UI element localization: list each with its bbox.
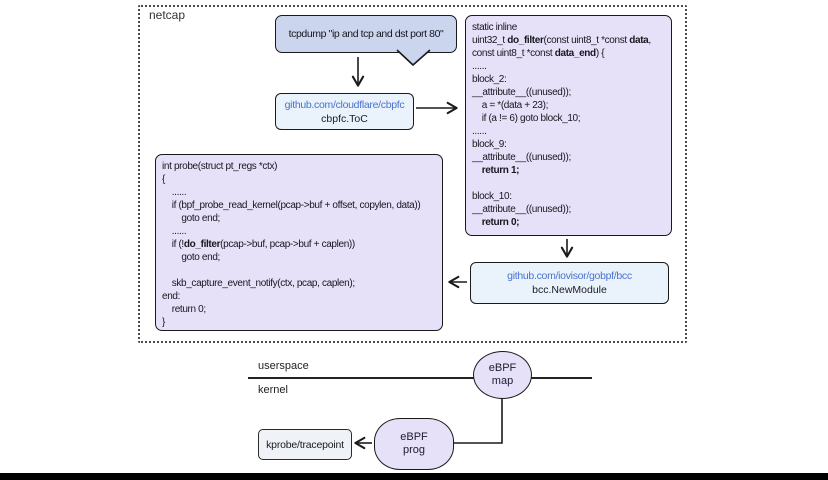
- gobpf-github-link[interactable]: github.com/iovisor/gobpf/bcc: [507, 270, 632, 282]
- kernel-label: kernel: [258, 384, 288, 396]
- code-line: return 0;: [481, 217, 520, 228]
- cbpfc-toc-caption: cbpfc.ToC: [321, 112, 368, 125]
- code-line: uint32_t do_filter(const uint8_t *const …: [472, 35, 651, 46]
- code-line: block_10:: [472, 191, 512, 202]
- code-line: ......: [472, 126, 487, 137]
- code-line: goto end;: [162, 252, 220, 263]
- ebpf-map-node: eBPF map: [473, 351, 532, 399]
- ebpf-prog-label-line1: eBPF: [400, 431, 428, 443]
- kprobe-tracepoint-label: kprobe/tracepoint: [266, 438, 344, 451]
- code-line: if (!do_filter(pcap->buf, pcap->buf + ca…: [162, 239, 356, 250]
- code-line: skb_capture_event_notify(ctx, pcap, capl…: [162, 278, 355, 289]
- code-line: __attribute__((unused));: [472, 87, 571, 98]
- code-line: ......: [162, 187, 187, 198]
- code-line: block_9:: [472, 139, 507, 150]
- do-filter-code-box: static inline uint32_t do_filter(const ui…: [465, 15, 672, 236]
- code-line: [472, 177, 669, 190]
- code-line: __attribute__((unused));: [472, 152, 571, 163]
- netcap-label: netcap: [149, 8, 186, 22]
- tcpdump-speech-bubble: tcpdump "ip and tcp and dst port 80": [275, 15, 457, 53]
- ebpf-prog-label-line2: prog: [402, 444, 426, 456]
- cbpfc-box: github.com/cloudflare/cbpfc cbpfc.ToC: [275, 93, 414, 130]
- code-line: int probe(struct pt_regs *ctx): [162, 161, 278, 172]
- code-line: ......: [472, 61, 487, 72]
- ebpf-map-label-line2: map: [491, 375, 514, 387]
- code-line: goto end;: [162, 213, 220, 224]
- gobpf-box: github.com/iovisor/gobpf/bcc bcc.NewModu…: [470, 262, 669, 304]
- code-line: block_2:: [472, 74, 507, 85]
- bottom-black-bar: [0, 473, 828, 480]
- code-line: return 1;: [481, 165, 520, 176]
- code-line: __attribute__((unused));: [472, 204, 571, 215]
- ebpf-map-label-line1: eBPF: [488, 362, 517, 374]
- code-line: return 0;: [162, 304, 206, 315]
- probe-code-box: int probe(struct pt_regs *ctx) { ...... i…: [155, 154, 443, 331]
- kprobe-tracepoint-box: kprobe/tracepoint: [258, 429, 352, 460]
- code-line: if (a != 6) goto block_10;: [472, 113, 581, 124]
- tcpdump-command-text: tcpdump "ip and tcp and dst port 80": [288, 28, 444, 40]
- code-line: if (bpf_probe_read_kernel(pcap->buf + of…: [162, 200, 421, 211]
- code-line: ......: [162, 226, 187, 237]
- code-line: [162, 264, 440, 277]
- ebpf-prog-node: eBPF prog: [374, 418, 454, 470]
- netcap-container: [138, 5, 687, 343]
- code-line: }: [162, 317, 165, 328]
- code-line: const uint8_t *const data_end) {: [472, 48, 605, 59]
- map-to-prog-connector: [453, 396, 503, 444]
- gobpf-newmodule-caption: bcc.NewModule: [532, 284, 607, 296]
- code-line: {: [162, 174, 165, 185]
- code-line: a = *(data + 23);: [472, 100, 549, 111]
- code-line: end:: [162, 291, 181, 302]
- cbpfc-github-link[interactable]: github.com/cloudflare/cbpfc: [284, 98, 405, 111]
- code-line: static inline: [472, 22, 517, 33]
- userspace-label: userspace: [258, 360, 309, 372]
